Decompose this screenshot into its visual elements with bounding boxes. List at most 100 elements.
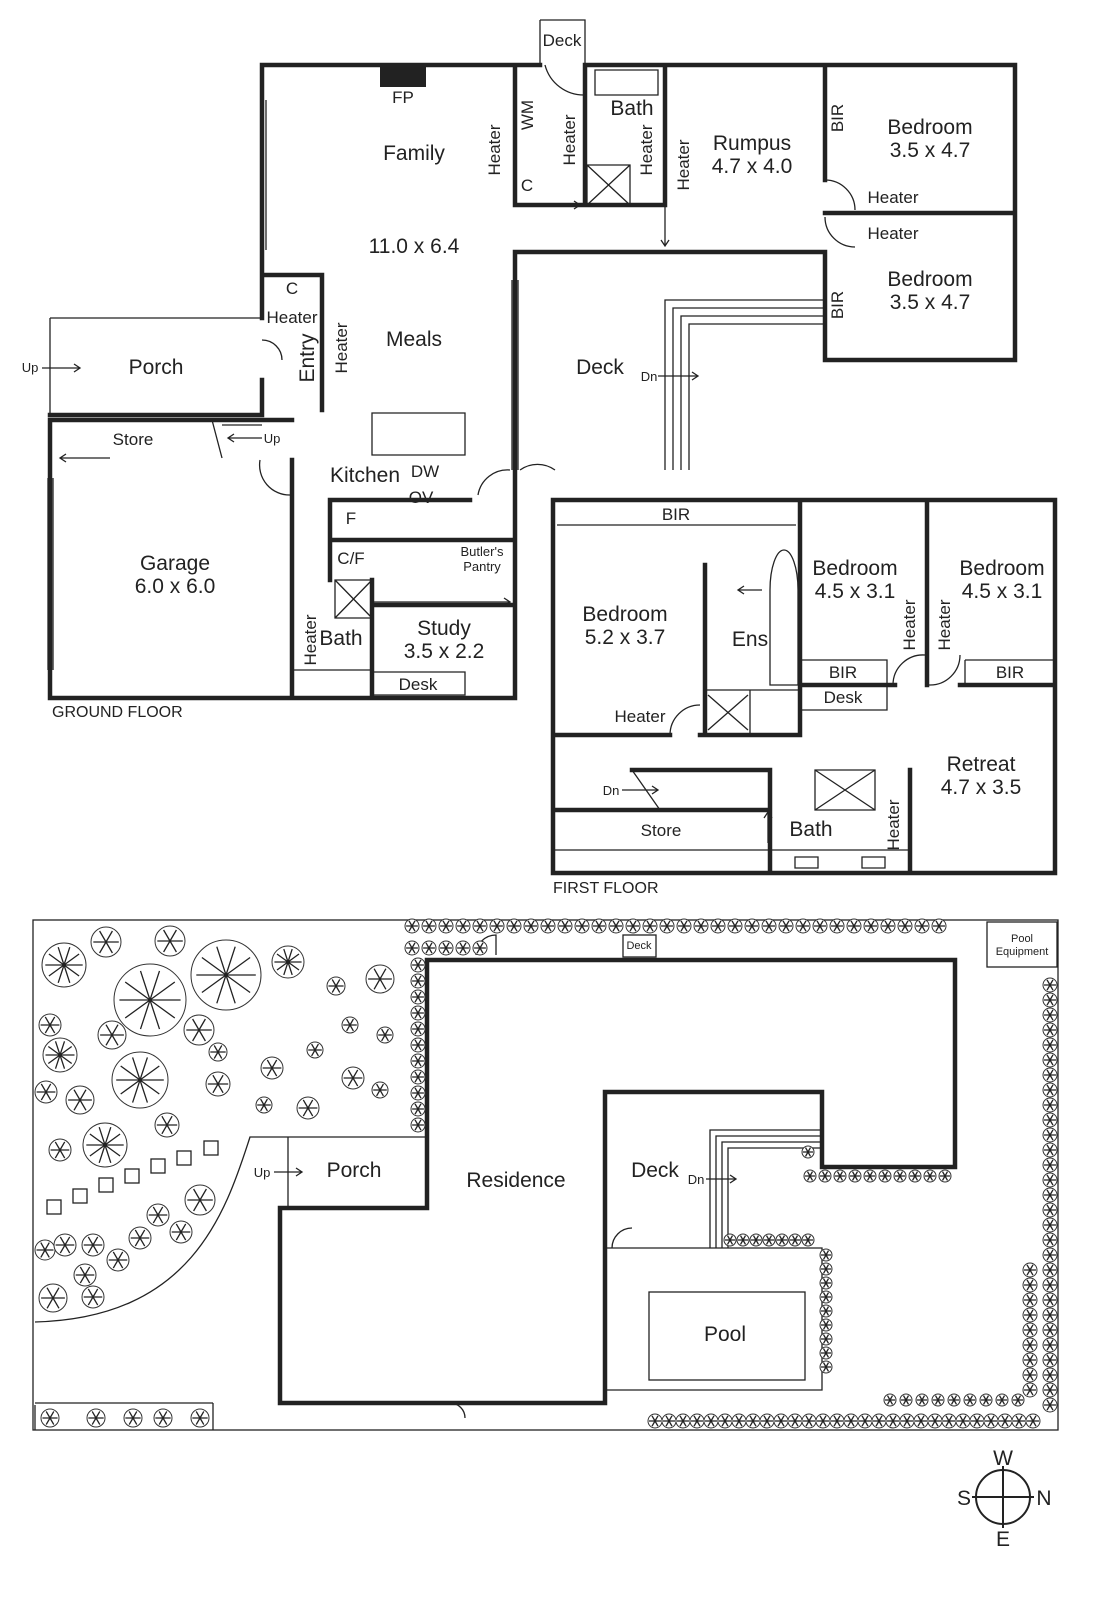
tree-icon — [1044, 1399, 1056, 1411]
ground-floor-walls — [47, 62, 1018, 701]
tree-icon — [378, 1028, 392, 1042]
tree-icon — [93, 930, 119, 954]
bedroom-label: Bedroom — [959, 557, 1044, 580]
tree-icon — [412, 991, 424, 1003]
tree-icon — [1024, 1354, 1036, 1366]
tree-icon — [1044, 1249, 1056, 1261]
fridge-label: F — [346, 509, 356, 528]
tree-icon — [649, 1415, 661, 1427]
bedroom-label: Bedroom — [887, 116, 972, 139]
stepping-stone — [203, 1140, 219, 1156]
tree-icon — [41, 1287, 65, 1309]
tree-icon — [373, 1083, 387, 1097]
tree-icon — [705, 1415, 717, 1427]
tree-icon — [1024, 1279, 1036, 1291]
tree-icon — [412, 1087, 424, 1099]
tree-icon — [308, 1043, 322, 1057]
tree-icon — [939, 1171, 951, 1181]
tree-icon — [1044, 1189, 1056, 1201]
down-label: Dn — [603, 783, 620, 798]
bedroom-dims: 4.5 x 3.1 — [815, 580, 896, 603]
tree-icon — [1044, 1309, 1056, 1321]
tree-icon — [406, 920, 418, 932]
study-dims: 3.5 x 2.2 — [404, 640, 485, 663]
up-label: Up — [264, 431, 281, 446]
compass-east: E — [996, 1528, 1010, 1551]
tree-icon — [1044, 1159, 1056, 1171]
tree-icon — [576, 920, 588, 932]
pool[interactable] — [648, 1291, 806, 1381]
tree-icon — [887, 1415, 899, 1427]
deck-label: Deck — [543, 31, 582, 50]
tree-icon — [36, 1242, 54, 1258]
tree-icon — [820, 1334, 832, 1344]
tree-icon — [210, 1045, 226, 1059]
tree-icon — [156, 1115, 178, 1135]
compass-west: W — [993, 1447, 1013, 1470]
stepping-stones — [46, 1140, 219, 1215]
tree-icon — [343, 1018, 357, 1032]
deck-label: Deck — [626, 940, 652, 952]
butlers-label: Butler's — [461, 544, 504, 559]
desk-label: Desk — [824, 688, 863, 707]
compass-north: N — [1036, 1487, 1051, 1510]
tree-icon — [820, 1320, 832, 1330]
tree-icon — [257, 1098, 271, 1112]
tree-icon — [780, 920, 792, 932]
stepping-stone — [176, 1150, 192, 1166]
heater-label: Heater — [867, 224, 918, 243]
deck-stairs — [664, 299, 825, 470]
tree-icon — [802, 1235, 814, 1245]
bir-label: BIR — [828, 291, 847, 319]
tree-icon — [924, 1171, 936, 1181]
site-plan: Deck Pool Equipment Up Porch Residence D… — [32, 918, 1059, 1431]
pantry-label: Pantry — [463, 559, 501, 574]
tree-icon — [1044, 1039, 1056, 1051]
first-floor-caption: FIRST FLOOR — [553, 880, 659, 897]
tree-icon — [207, 1074, 229, 1094]
bedroom-label: Bedroom — [582, 603, 667, 626]
heater-label: Heater — [900, 599, 919, 650]
tree-icon — [802, 1147, 814, 1157]
tree-icon — [909, 1171, 921, 1181]
tree-icon — [724, 1235, 736, 1245]
residence-outline — [277, 957, 958, 1406]
tree-icon — [525, 920, 537, 932]
tree-icon — [196, 946, 256, 1004]
tree-icon — [274, 948, 302, 976]
pool-equipment-label: Pool — [1011, 933, 1033, 945]
tree-icon — [83, 1236, 103, 1254]
tree-icon — [849, 1171, 861, 1181]
tree-icon — [491, 920, 503, 932]
bedroom-label: Bedroom — [812, 557, 897, 580]
tree-icon — [343, 1069, 363, 1087]
tree-icon — [610, 920, 622, 932]
tree-icon — [50, 1141, 70, 1159]
tree-icon — [75, 1266, 95, 1284]
tree-icon — [88, 1411, 104, 1425]
tree-icon — [412, 1103, 424, 1115]
tree-icon — [40, 1016, 60, 1034]
tree-icon — [691, 1415, 703, 1427]
tree-icon — [831, 1415, 843, 1427]
tree-icon — [882, 920, 894, 932]
tree-icon — [943, 1415, 955, 1427]
fireplace-icon — [380, 65, 426, 87]
tree-icon — [747, 1415, 759, 1427]
tree-icon — [42, 1411, 58, 1425]
down-label: Dn — [641, 369, 658, 384]
tree-icon — [412, 1071, 424, 1083]
tree-icon — [412, 975, 424, 987]
up-label: Up — [254, 1165, 271, 1180]
tree-icon — [915, 1415, 927, 1427]
tree-icon — [980, 1395, 992, 1405]
porch-label: Porch — [327, 1159, 382, 1182]
garage-dims: 6.0 x 6.0 — [135, 575, 216, 598]
tree-icon — [1044, 1099, 1056, 1111]
tree-icon — [125, 1411, 141, 1425]
tree-icon — [423, 942, 435, 954]
bir-label: BIR — [662, 505, 690, 524]
tree-icon — [746, 920, 758, 932]
rumpus-label: Rumpus — [713, 132, 791, 155]
bath-label: Bath — [319, 627, 362, 650]
